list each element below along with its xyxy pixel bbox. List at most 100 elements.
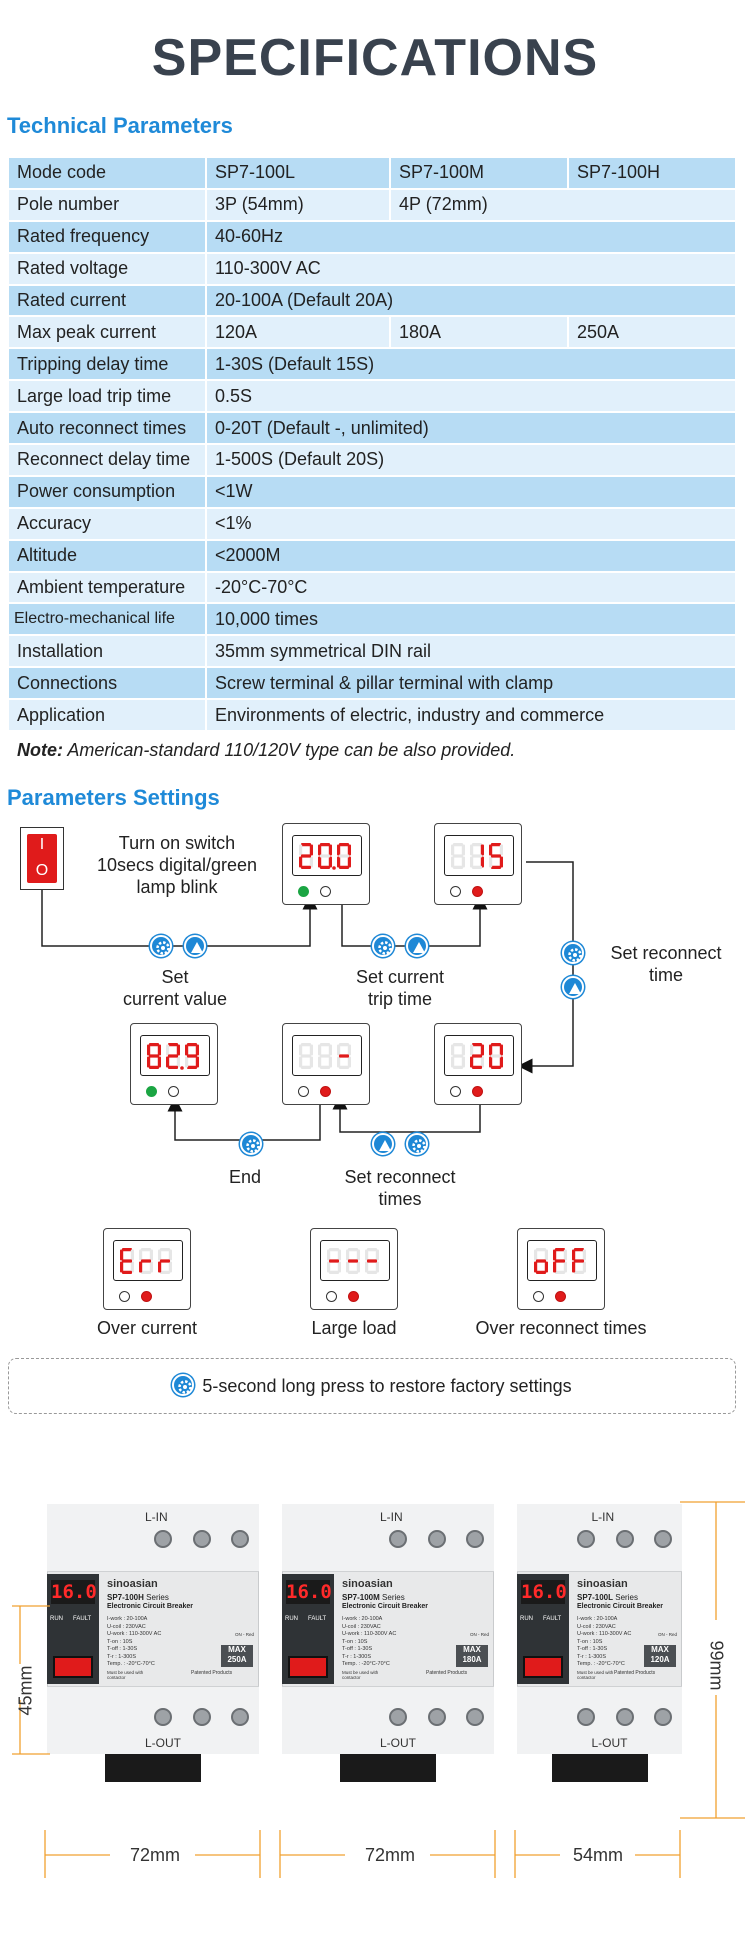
segment bbox=[157, 1056, 161, 1068]
segment-readout bbox=[299, 1043, 351, 1069]
device-bottom-band bbox=[282, 1686, 494, 1754]
spec-value: 1-30S (Default 15S) bbox=[205, 347, 737, 382]
segment bbox=[329, 1248, 339, 1252]
segment bbox=[453, 854, 463, 858]
segment bbox=[553, 1261, 557, 1273]
segment bbox=[348, 1248, 358, 1252]
width-label-1: 72mm bbox=[129, 1845, 180, 1865]
device-spec-line: T-off : 1-30S bbox=[107, 1646, 138, 1652]
lout-label: L-OUT bbox=[145, 1736, 181, 1750]
gear-button[interactable] bbox=[372, 935, 394, 957]
spec-label: Mode code bbox=[7, 156, 207, 190]
segment bbox=[139, 1249, 143, 1261]
up-button[interactable] bbox=[372, 1133, 394, 1155]
segment bbox=[480, 844, 484, 856]
device-red-switch[interactable] bbox=[53, 1656, 93, 1678]
segment bbox=[327, 1249, 331, 1261]
segment bbox=[489, 856, 493, 868]
gear-button[interactable] bbox=[240, 1133, 262, 1155]
segment-dot bbox=[180, 1066, 184, 1070]
segment bbox=[149, 1249, 153, 1261]
max-current-badge: MAX 120A bbox=[644, 1645, 676, 1667]
run-led bbox=[298, 886, 309, 897]
segment bbox=[160, 1270, 170, 1274]
segment bbox=[365, 1261, 369, 1273]
segment-readout bbox=[534, 1248, 586, 1274]
segment bbox=[122, 1270, 132, 1274]
patented-label: Patented Products bbox=[426, 1670, 468, 1676]
gear-button[interactable] bbox=[150, 935, 172, 957]
segment bbox=[176, 1044, 180, 1056]
segment bbox=[301, 1054, 311, 1058]
segment bbox=[367, 1248, 377, 1252]
segment bbox=[563, 1261, 567, 1273]
segment bbox=[470, 1044, 474, 1056]
lin-label: L-IN bbox=[380, 1510, 403, 1524]
device-red-switch[interactable] bbox=[523, 1656, 563, 1678]
fault-label: FAULT bbox=[308, 1616, 327, 1622]
device-spec-line: T-on : 10S bbox=[577, 1638, 603, 1645]
segment bbox=[451, 856, 455, 868]
segment bbox=[318, 856, 322, 868]
up-button[interactable] bbox=[184, 935, 206, 957]
segment bbox=[491, 843, 501, 847]
display-reconnect-times bbox=[282, 1023, 370, 1105]
model-line: SP7-100L Series bbox=[577, 1593, 638, 1602]
segment bbox=[147, 1056, 151, 1068]
run-led bbox=[450, 1086, 461, 1097]
segment bbox=[158, 1249, 162, 1261]
device-red-switch[interactable] bbox=[288, 1656, 328, 1678]
breaker-device: L-IN L-OUT 16.0 RUN FAULT sinoasian SP7-… bbox=[47, 1504, 259, 1784]
segment bbox=[582, 1261, 586, 1273]
segment bbox=[141, 1248, 151, 1252]
device-spec-line: T-r : 1-300S bbox=[577, 1653, 607, 1660]
spec-label: Rated frequency bbox=[7, 219, 207, 254]
lin-label: L-IN bbox=[145, 1510, 168, 1524]
segment bbox=[489, 1056, 493, 1068]
gear-button[interactable] bbox=[172, 1374, 195, 1397]
segment bbox=[491, 1043, 501, 1047]
fault-label: FAULT bbox=[543, 1616, 562, 1622]
up-button[interactable] bbox=[406, 935, 428, 957]
segment bbox=[453, 1054, 463, 1058]
segment bbox=[572, 1249, 576, 1261]
segment bbox=[339, 843, 349, 847]
gear-button[interactable] bbox=[562, 942, 584, 964]
segment bbox=[187, 1065, 197, 1069]
segment bbox=[348, 1270, 358, 1274]
large-load-label: Large load bbox=[311, 1318, 397, 1338]
segment bbox=[309, 856, 313, 868]
gear-button[interactable] bbox=[406, 1133, 428, 1155]
segment bbox=[544, 1261, 548, 1273]
screw-icon bbox=[466, 1708, 484, 1726]
segment bbox=[320, 854, 330, 858]
on-red-label: ON - Red bbox=[470, 1632, 490, 1637]
segment bbox=[356, 1261, 360, 1273]
fault-led bbox=[141, 1291, 152, 1302]
device-spec-line: Temp. : -20°C-70°C bbox=[577, 1661, 625, 1667]
segment bbox=[149, 1054, 159, 1058]
step-set-trip-label: Set current trip time bbox=[355, 967, 445, 1009]
segment bbox=[470, 856, 474, 868]
page-title: SPECIFICATIONS bbox=[151, 29, 599, 87]
segment bbox=[375, 1249, 379, 1261]
spec-label: Large load trip time bbox=[7, 379, 207, 414]
terminal-screws-bottom bbox=[577, 1708, 672, 1728]
segment bbox=[347, 844, 351, 856]
spec-row: Ambient temperature-20°C-70°C bbox=[7, 570, 737, 605]
gear-icon bbox=[246, 1139, 260, 1153]
spec-value: 20-100A (Default 20A) bbox=[205, 283, 737, 318]
up-button[interactable] bbox=[562, 976, 584, 998]
device-display: 16.0 bbox=[51, 1580, 97, 1604]
segment bbox=[187, 1054, 197, 1058]
height-45-label: 45mm bbox=[15, 1665, 36, 1716]
segment bbox=[574, 1259, 584, 1263]
spec-value: -20°C-70°C bbox=[205, 570, 737, 605]
max-current-badge: MAX 180A bbox=[456, 1645, 488, 1667]
segment bbox=[122, 1259, 132, 1263]
segment bbox=[328, 856, 332, 868]
segment bbox=[320, 1054, 330, 1058]
